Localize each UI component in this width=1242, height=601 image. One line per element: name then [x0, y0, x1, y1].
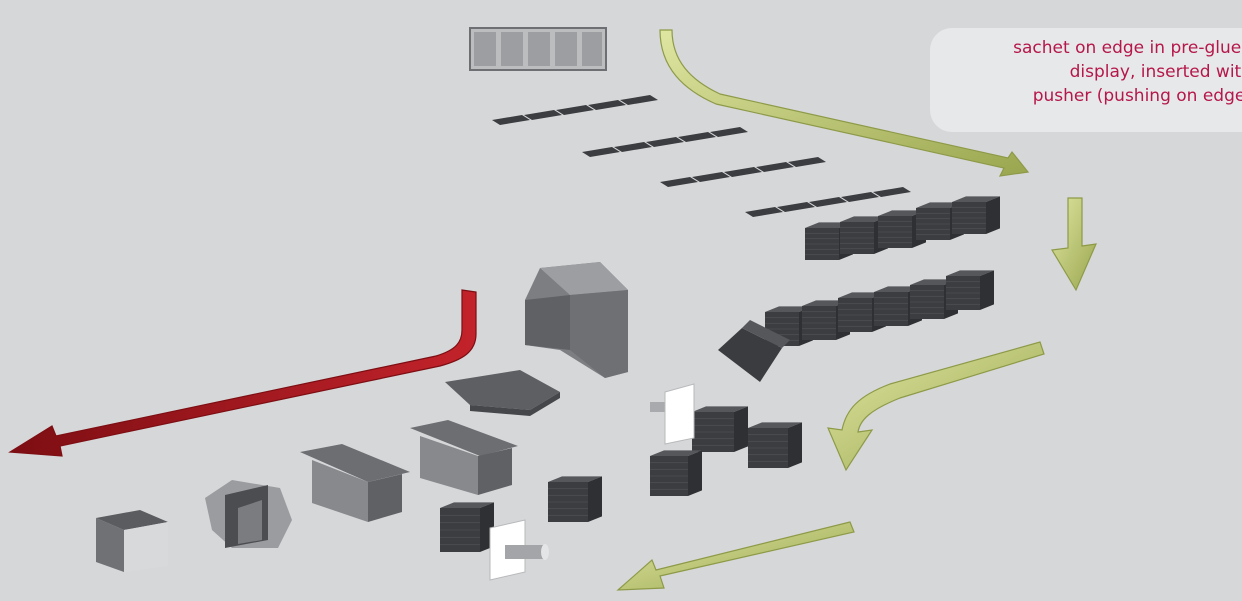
- sachet-icon: [588, 100, 626, 110]
- sachet-icon: [614, 142, 652, 152]
- stack-top: [765, 306, 813, 312]
- sachet-icon: [492, 115, 530, 125]
- stack-top: [878, 210, 926, 216]
- stack-top: [840, 216, 888, 222]
- stack-icon: [952, 196, 1000, 234]
- stack-side: [788, 422, 802, 468]
- sachet-icon: [756, 162, 794, 172]
- sachet-rows: [492, 95, 911, 217]
- stack-top: [692, 406, 748, 412]
- sachet-icon: [620, 95, 658, 105]
- stack-top: [548, 476, 602, 482]
- flow-arrow-icon: [827, 341, 1045, 472]
- stack-top: [946, 270, 994, 276]
- carton-open: [205, 480, 292, 548]
- stack-side: [980, 270, 994, 310]
- sachet-icon: [692, 172, 730, 182]
- description-line-2: display, inserted with: [1069, 62, 1242, 82]
- flow-arrow-icon: [8, 289, 477, 457]
- sachet-strip: [469, 27, 607, 71]
- tilted-carton: [718, 320, 790, 382]
- sachet-icon: [678, 132, 716, 142]
- stack-icon: [692, 406, 748, 452]
- description-callout: sachet on edge in pre-glued display, ins…: [930, 28, 1242, 132]
- description-text: sachet on edge in pre-glued display, ins…: [952, 36, 1242, 108]
- stack-side: [986, 196, 1000, 234]
- stack-top: [748, 422, 802, 428]
- sachet-icon: [841, 192, 879, 202]
- sachet-icon: [809, 197, 847, 207]
- sachet-icon: [556, 105, 594, 115]
- stack-top: [440, 502, 494, 508]
- description-line-1: sachet on edge in pre-glued: [1013, 38, 1242, 58]
- flat-tray: [445, 370, 560, 416]
- pusher-plate-upper: [650, 383, 695, 445]
- sachet-icon: [788, 157, 826, 167]
- sachet-stacks: [440, 196, 1000, 552]
- stack-icon: [748, 422, 802, 468]
- stack-icon: [548, 476, 602, 522]
- flow-arrow-icon: [616, 521, 855, 591]
- sachet-icon: [777, 202, 815, 212]
- stack-side: [734, 406, 748, 452]
- machine-block: [525, 262, 628, 378]
- description-line-3: pusher (pushing on edge): [1032, 86, 1242, 106]
- stack-icon: [650, 450, 702, 496]
- carton-frame-2: [300, 444, 410, 522]
- flow-arrows: [8, 29, 1097, 591]
- sachet-icon: [660, 177, 698, 187]
- carton-frame-1: [410, 420, 518, 495]
- stack-side: [688, 450, 702, 496]
- sachet-icon: [524, 110, 562, 120]
- sachet-icon: [710, 127, 748, 137]
- stack-top: [952, 196, 1000, 202]
- stack-side: [588, 476, 602, 522]
- sachet-icon: [873, 187, 911, 197]
- sachet-icon: [745, 207, 783, 217]
- carton-closed: [96, 510, 168, 572]
- sachet-icon: [724, 167, 762, 177]
- flow-arrow-icon: [1051, 197, 1097, 292]
- stack-icon: [946, 270, 994, 310]
- sachet-icon: [582, 147, 620, 157]
- stack-top: [650, 450, 702, 456]
- stack-icon: [440, 502, 494, 552]
- flow-arrow-icon: [659, 29, 1030, 177]
- pusher-plate-lower: [489, 519, 549, 581]
- sachet-icon: [646, 137, 684, 147]
